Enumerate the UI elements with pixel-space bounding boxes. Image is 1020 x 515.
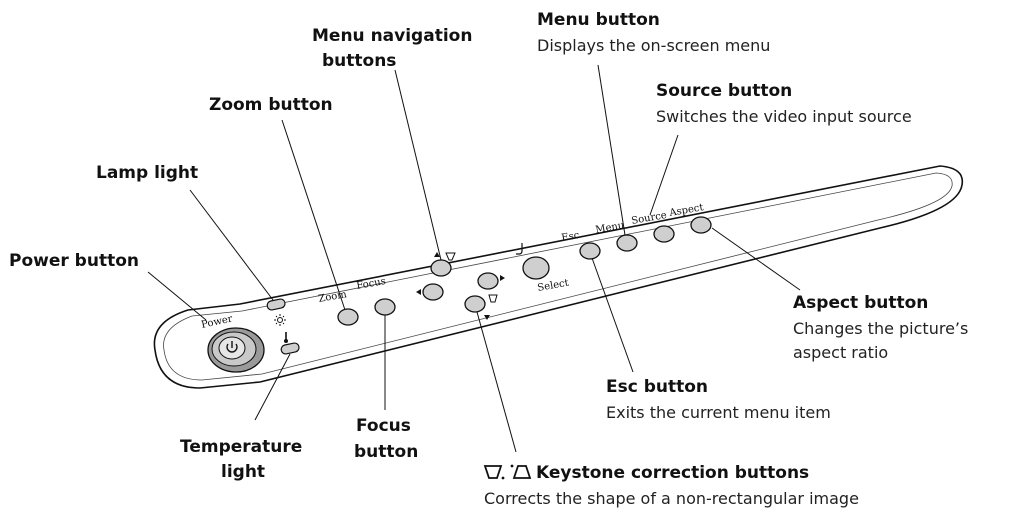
- temperature-leader-line: [254, 353, 291, 421]
- up-arrow-icon: [434, 252, 440, 257]
- source-callout-desc: Switches the video input source: [656, 107, 912, 126]
- nav-up-keystone-button[interactable]: [430, 259, 452, 277]
- esc-callout-desc: Exits the current menu item: [606, 403, 831, 422]
- control-panel: [153, 165, 964, 389]
- esc-panel-label: Esc: [561, 230, 581, 244]
- source-button[interactable]: [653, 225, 675, 243]
- nav-right-button[interactable]: [477, 272, 499, 290]
- keystone-callout-desc: Corrects the shape of a non-rectangular …: [484, 489, 859, 508]
- keystone-callout-title: Keystone correction buttons: [536, 463, 809, 483]
- focus-callout-title-line1: Focus: [356, 416, 411, 436]
- keystone-down-symbol-icon: [483, 465, 503, 479]
- temperature-callout-title-line2: light: [221, 462, 265, 482]
- aspect-callout-title: Aspect button: [793, 293, 928, 313]
- aspect-leader-line: [711, 227, 801, 291]
- power-leader-line: [147, 271, 207, 321]
- left-arrow-icon: [416, 289, 421, 295]
- source-leader-line: [649, 134, 679, 216]
- aspect-button[interactable]: [690, 216, 712, 234]
- menu-callout-desc: Displays the on-screen menu: [537, 36, 770, 55]
- zoom-button[interactable]: [337, 308, 359, 326]
- keystone-up-icon: [445, 252, 456, 261]
- zoom-callout-title: Zoom button: [209, 95, 333, 115]
- keystone-up-symbol-icon: [512, 465, 532, 479]
- panel-inner-outline: [163, 172, 953, 381]
- aspect-callout-desc-line2: aspect ratio: [793, 343, 888, 362]
- aspect-callout-desc-line1: Changes the picture’s: [793, 319, 968, 338]
- down-arrow-icon: [484, 315, 490, 320]
- lamp-light: [266, 298, 286, 311]
- zoom-panel-label: Zoom: [318, 289, 348, 305]
- select-panel-label: Select: [537, 278, 570, 294]
- menu-nav-callout-title-line2: buttons: [322, 51, 396, 71]
- menu-button[interactable]: [616, 234, 638, 252]
- keystone-up-dot-icon: [510, 464, 514, 468]
- nav-down-keystone-button[interactable]: [464, 295, 486, 313]
- power-icon: [226, 341, 238, 353]
- menu-nav-callout-title-line1: Menu navigation: [312, 26, 472, 46]
- keystone-down-icon: [488, 294, 498, 303]
- menu-panel-label: Menu: [595, 220, 626, 236]
- keystone-down-dot-icon: [501, 476, 505, 480]
- lamp-leader-line: [189, 189, 274, 301]
- right-arrow-icon: [500, 275, 505, 281]
- esc-callout-title: Esc button: [606, 377, 708, 397]
- temperature-light: [280, 342, 300, 355]
- enter-icon: [516, 243, 523, 255]
- nav-left-button[interactable]: [422, 283, 444, 301]
- power-callout-title: Power button: [9, 251, 139, 271]
- menu-callout-title: Menu button: [537, 10, 660, 30]
- keystone-leader-line: [476, 311, 517, 453]
- panel-outer-outline: [153, 165, 964, 389]
- source-callout-title: Source button: [656, 81, 792, 101]
- lamp-icon: [274, 314, 286, 326]
- zoom-leader-line: [281, 119, 346, 311]
- esc-button[interactable]: [579, 242, 601, 260]
- menu-nav-leader-line: [394, 69, 442, 261]
- select-button[interactable]: [522, 256, 550, 280]
- esc-leader-line: [591, 257, 634, 373]
- focus-button[interactable]: [374, 298, 396, 316]
- focus-panel-label: Focus: [356, 276, 387, 292]
- thermometer-icon: [284, 332, 288, 343]
- lamp-callout-title: Lamp light: [96, 163, 198, 183]
- power-button[interactable]: [207, 327, 265, 373]
- focus-callout-title-line2: button: [354, 442, 418, 462]
- temperature-callout-title-line1: Temperature: [180, 437, 302, 457]
- menu-leader-line: [597, 64, 626, 236]
